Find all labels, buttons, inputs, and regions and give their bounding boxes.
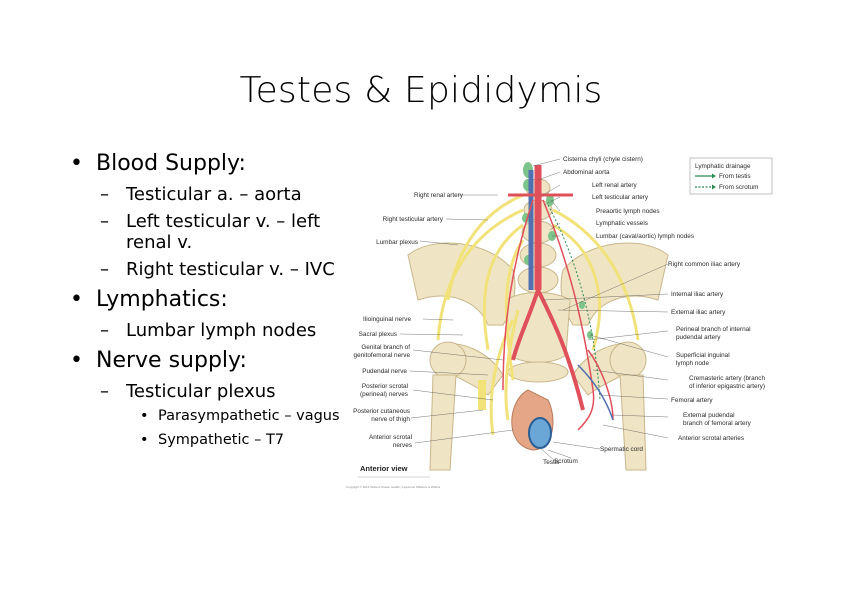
leader-lines: [399, 158, 669, 461]
arrow-icon: [712, 184, 716, 190]
sub-bullet: –Right testicular v. – IVC: [70, 259, 345, 280]
label-ext-pudendal-2: branch of femoral artery: [683, 420, 752, 427]
bullet-dot-icon: •: [140, 432, 149, 448]
anatomy-figure: Cisterna chyli (chyle cistern) Abdominal…: [346, 156, 773, 489]
bullet-dot-icon: •: [70, 348, 83, 373]
dash-icon: –: [100, 320, 109, 341]
bullet-dot-icon: •: [140, 408, 149, 424]
bullet-blood-supply: • Blood Supply:: [70, 150, 345, 178]
sub-bullet-text: Left testicular v. – left renal v.: [126, 211, 321, 253]
legend-from-scrotum: From scrotum: [719, 184, 758, 191]
label-external-iliac: External iliac artery: [671, 309, 726, 316]
label-internal-iliac: Internal iliac artery: [671, 291, 724, 298]
label-sacral-plexus: Sacral plexus: [359, 331, 397, 338]
label-post-scrotal-2: (perineal) nerves: [360, 391, 408, 398]
label-superficial-1: Superficial inguinal: [676, 352, 730, 359]
label-lumbar-plexus: Lumbar plexus: [376, 239, 418, 246]
label-perineal-1: Perineal branch of internal: [676, 326, 751, 333]
legend-title: Lymphatic drainage: [695, 163, 751, 170]
figure-copyright: Copyright © 2014 Wolters Kluwer Health |…: [346, 485, 441, 489]
label-ilioinguinal: Ilioinguinal nerve: [363, 316, 411, 323]
label-pudendal-nerve: Pudendal nerve: [362, 368, 407, 375]
sub-bullet-text: Testicular a. – aorta: [126, 184, 302, 205]
label-ant-scrotal-n-1: Anterior scrotal: [369, 434, 412, 441]
lymph-legend: Lymphatic drainage From testis From scro…: [689, 157, 773, 195]
label-cisterna: Cisterna chyli (chyle cistern): [563, 156, 643, 163]
label-abdominal-aorta: Abdominal aorta: [563, 169, 610, 176]
label-preaortic: Preaortic lymph nodes: [596, 208, 660, 215]
sub-bullet: –Testicular plexus: [70, 381, 345, 402]
arrow-icon: [712, 173, 716, 179]
label-left-testicular: Left testicular artery: [592, 194, 649, 201]
left-labels: Right renal artery Right testicular arte…: [353, 192, 464, 449]
label-superficial-2: lymph node: [676, 360, 709, 367]
label-left-renal: Left renal artery: [592, 182, 638, 189]
bullet-lymphatics: • Lymphatics:: [70, 286, 345, 314]
label-spermatic-cord: Spermatic cord: [600, 446, 643, 453]
figure-caption: Anterior view: [360, 464, 408, 473]
label-genital-1: Genital branch of: [361, 344, 410, 351]
bullet-label: Blood Supply:: [96, 151, 246, 176]
label-post-cutaneous-2: nerve of thigh: [371, 416, 410, 423]
bullet-dot-icon: •: [70, 151, 83, 176]
label-femoral: Femoral artery: [671, 397, 713, 404]
label-post-scrotal-1: Posterior scrotal: [362, 383, 408, 390]
dash-icon: –: [100, 259, 109, 280]
bullet-label: Nerve supply:: [96, 348, 247, 373]
label-cremasteric-2: of inferior epigastric artery): [689, 383, 765, 390]
scrotum-illustration: [511, 389, 554, 451]
label-genital-2: genitofemoral nerve: [354, 352, 411, 359]
bullet-list: • Blood Supply: –Testicular a. – aorta –…: [70, 150, 345, 456]
sub-sub-bullet-text: Sympathetic – T7: [158, 432, 285, 448]
label-lumbar-nodes: Lumbar (caval/aortic) lymph nodes: [596, 233, 694, 240]
sub-bullet: –Left testicular v. – left renal v.: [70, 211, 345, 253]
bullet-nerve-supply: • Nerve supply:: [70, 347, 345, 375]
label-cremasteric-1: Cremasteric artery (branch: [689, 375, 765, 382]
dash-icon: –: [100, 381, 109, 402]
sub-sub-bullet: • Sympathetic – T7: [70, 432, 345, 449]
sub-bullet-text: Testicular plexus: [126, 381, 276, 402]
legend-from-testis: From testis: [719, 173, 751, 180]
label-right-renal: Right renal artery: [414, 192, 464, 199]
label-testis: Testis: [543, 459, 559, 466]
sub-bullet-text: Lumbar lymph nodes: [126, 320, 317, 341]
right-labels: Cisterna chyli (chyle cistern) Abdominal…: [543, 156, 765, 466]
label-perineal-2: pudendal artery: [676, 334, 721, 341]
slide-title: Testes & Epididymis: [239, 70, 603, 111]
label-post-cutaneous-1: Posterior cutaneous: [353, 408, 410, 415]
bullet-dot-icon: •: [70, 287, 83, 312]
sub-bullet: –Lumbar lymph nodes: [70, 320, 345, 341]
label-scrotum: Scrotum: [554, 458, 578, 465]
label-right-testicular: Right testicular artery: [383, 216, 444, 223]
sub-bullet-text: Right testicular v. – IVC: [126, 259, 335, 280]
sub-sub-bullet-text: Parasympathetic – vagus: [158, 408, 340, 424]
vessels-illustration: [502, 165, 614, 431]
dash-icon: –: [100, 184, 109, 205]
bullet-label: Lymphatics:: [96, 287, 228, 312]
label-ant-scrotal-n-2: nerves: [393, 442, 412, 449]
label-lymph-vessels: Lymphatic vessels: [596, 220, 648, 227]
sub-sub-bullet: • Parasympathetic – vagus: [70, 408, 345, 425]
nerves-illustration: [436, 193, 640, 436]
sub-bullet: –Testicular a. – aorta: [70, 184, 345, 205]
dash-icon: –: [100, 211, 109, 232]
label-ext-pudendal-1: External pudendal: [683, 412, 735, 419]
label-ant-scrotal-arteries: Anterior scrotal arteries: [678, 435, 744, 442]
label-right-common-iliac: Right common iliac artery: [668, 261, 741, 268]
